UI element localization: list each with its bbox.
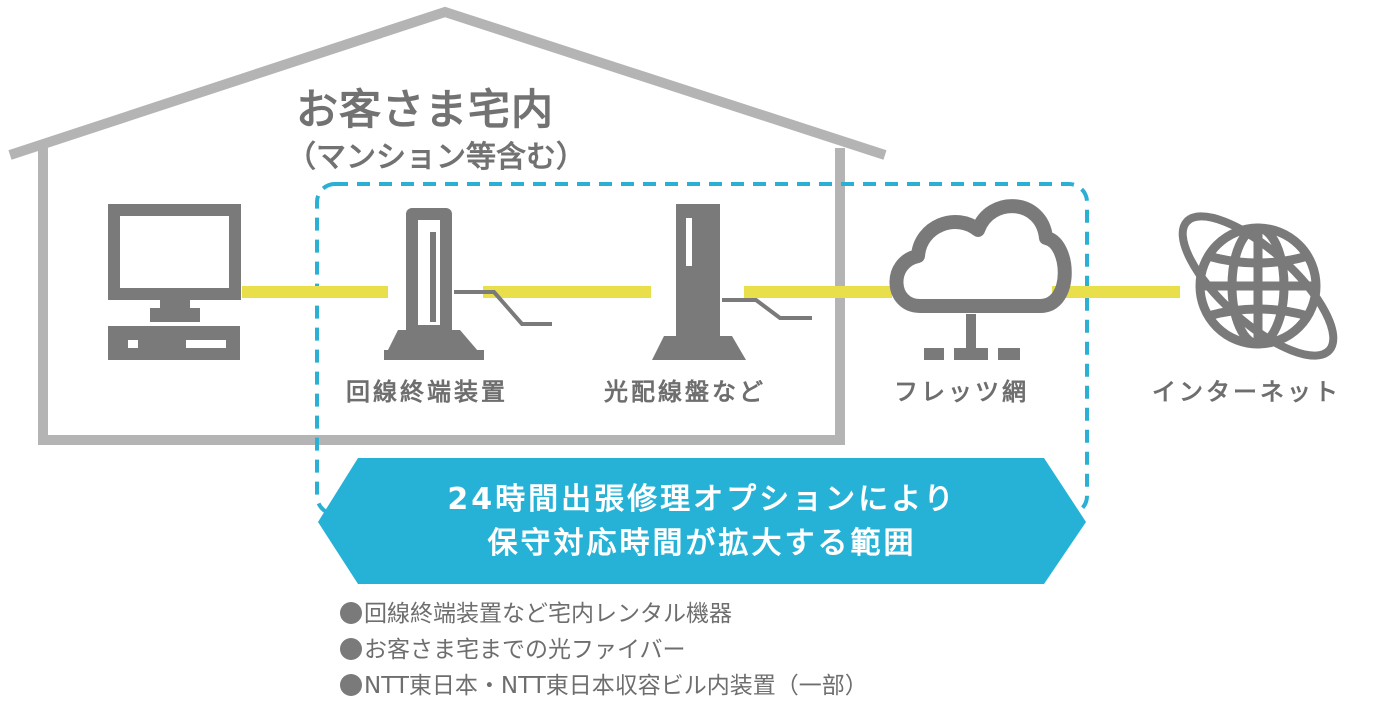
onu-icon — [384, 208, 552, 360]
note-item: 回線終端装置など宅内レンタル機器 — [340, 596, 868, 632]
connector-panel-flets — [744, 286, 892, 298]
scope-banner: 24時間出張修理オプションにより 保守対応時間が拡大する範囲 — [318, 460, 1086, 584]
note-item: お客さま宅までの光ファイバー — [340, 632, 868, 668]
computer-icon — [108, 204, 241, 360]
globe-icon — [1178, 212, 1338, 360]
connector-onu-panel — [483, 286, 651, 298]
scope-banner-arrow — [318, 458, 1086, 584]
optical-panel-icon — [652, 204, 812, 360]
bullet-icon — [340, 674, 362, 696]
note-item: NTT東日本・NTT東日本収容ビル内装置（一部） — [340, 668, 868, 704]
note-text: お客さま宅までの光ファイバー — [364, 637, 686, 663]
house-title: お客さま宅内 — [296, 85, 555, 134]
connector-pc-onu — [242, 286, 388, 298]
note-text: 回線終端装置など宅内レンタル機器 — [364, 601, 732, 627]
banner-line-2: 保守対応時間が拡大する範囲 — [487, 526, 917, 561]
internet-label: インターネット — [1152, 378, 1341, 406]
flets-label: フレッツ網 — [894, 378, 1029, 406]
house-subtitle: （マンション等含む） — [286, 140, 586, 175]
connector-flets-internet — [1052, 286, 1180, 298]
cloud-icon — [889, 199, 1072, 360]
bullet-icon — [340, 602, 362, 624]
scope-notes-list: 回線終端装置など宅内レンタル機器 お客さま宅までの光ファイバー NTT東日本・N… — [340, 596, 868, 704]
connection-lines — [242, 286, 1180, 298]
note-text: NTT東日本・NTT東日本収容ビル内装置（一部） — [364, 673, 868, 699]
optical-panel-label: 光配線盤など — [604, 378, 766, 406]
bullet-icon — [340, 638, 362, 660]
banner-line-1: 24時間出張修理オプションにより — [447, 482, 957, 517]
onu-label: 回線終端装置 — [346, 378, 508, 406]
service-scope-dashed-box — [315, 182, 1089, 516]
